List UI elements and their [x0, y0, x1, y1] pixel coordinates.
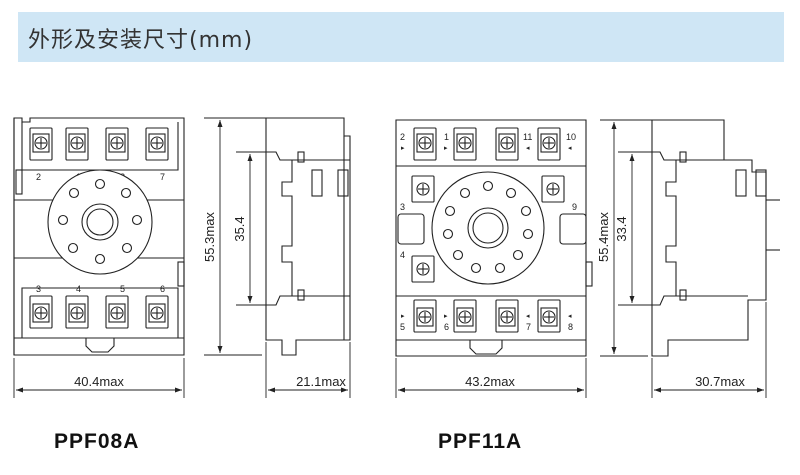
ppf08a-top-terminals [29, 127, 169, 161]
ppf08a-pin-label: 7 [160, 172, 165, 182]
ppf08a-mount-label: 35.4 [232, 216, 247, 241]
ppf11a-pin-label: 10 [566, 132, 576, 142]
ppf11a-socket [431, 171, 545, 285]
ppf11a-pin-label: 3 [400, 202, 405, 212]
ppf08a-front-view: 2 1 8 7 [13, 117, 185, 356]
section-header: 外形及安装尺寸(mm) [18, 12, 784, 62]
ppf11a-pin-label: 9 [572, 202, 577, 212]
ppf11a-width-dimension: 43.2max [395, 358, 587, 398]
ppf08a-pin-label: 6 [160, 284, 165, 294]
svg-text:▸: ▸ [401, 313, 405, 320]
ppf08a-pin-label: 4 [76, 284, 81, 294]
svg-text:▸: ▸ [444, 145, 448, 152]
ppf11a-bottom-terminals [413, 299, 561, 333]
ppf08a-depth-label: 21.1max [296, 374, 346, 389]
ppf11a-pin-label: 5 [400, 322, 405, 332]
ppf11a-pin-label: 7 [526, 322, 531, 332]
ppf11a-depth-label: 30.7max [695, 374, 745, 389]
section-title: 外形及安装尺寸(mm) [28, 28, 254, 53]
ppf08a-model-label: PPF08A [54, 430, 140, 453]
ppf08a-socket [47, 169, 153, 275]
svg-text:▸: ▸ [401, 145, 405, 152]
ppf11a-side-terminals [411, 175, 565, 283]
ppf11a-mount-label: 33.4 [614, 216, 629, 241]
ppf11a-height-label: 55.4max [596, 212, 611, 262]
svg-text:◂: ◂ [568, 145, 572, 152]
ppf11a-pin-label: 4 [400, 250, 405, 260]
ppf11a-front-view: 2 1 11 10 ▸ ▸ ◂ ◂ 3 9 4 [395, 119, 593, 357]
ppf11a-pin-label: 6 [444, 322, 449, 332]
svg-text:◂: ◂ [526, 313, 530, 320]
svg-text:◂: ◂ [526, 145, 530, 152]
ppf11a-side-view: 55.4max 33.4 [596, 119, 780, 357]
ppf11a-top-terminals [413, 127, 561, 161]
ppf08a-depth-dimension: 21.1max [265, 342, 351, 398]
ppf08a-height-label: 55.3max [202, 212, 217, 262]
svg-text:▸: ▸ [444, 313, 448, 320]
ppf11a-pin-label: 11 [523, 132, 532, 142]
ppf08a-bottom-terminals [29, 295, 169, 329]
ppf08a-pin-label: 3 [36, 284, 41, 294]
svg-text:◂: ◂ [568, 313, 572, 320]
ppf11a-depth-dimension: 30.7max [651, 302, 767, 398]
ppf11a-pin-label: 1 [444, 132, 449, 142]
ppf08a-pin-label: 2 [36, 172, 41, 182]
ppf11a-pin-label: 8 [568, 322, 573, 332]
ppf08a-width-dimension: 40.4max [13, 358, 185, 398]
ppf08a-width-label: 40.4max [74, 374, 124, 389]
ppf08a-side-view: 55.3max 35.4 [202, 117, 351, 356]
ppf08a-pin-label: 5 [120, 284, 125, 294]
ppf11a-model-label: PPF11A [438, 430, 523, 453]
ppf11a-width-label: 43.2max [465, 374, 515, 389]
ppf11a-pin-label: 2 [400, 132, 405, 142]
